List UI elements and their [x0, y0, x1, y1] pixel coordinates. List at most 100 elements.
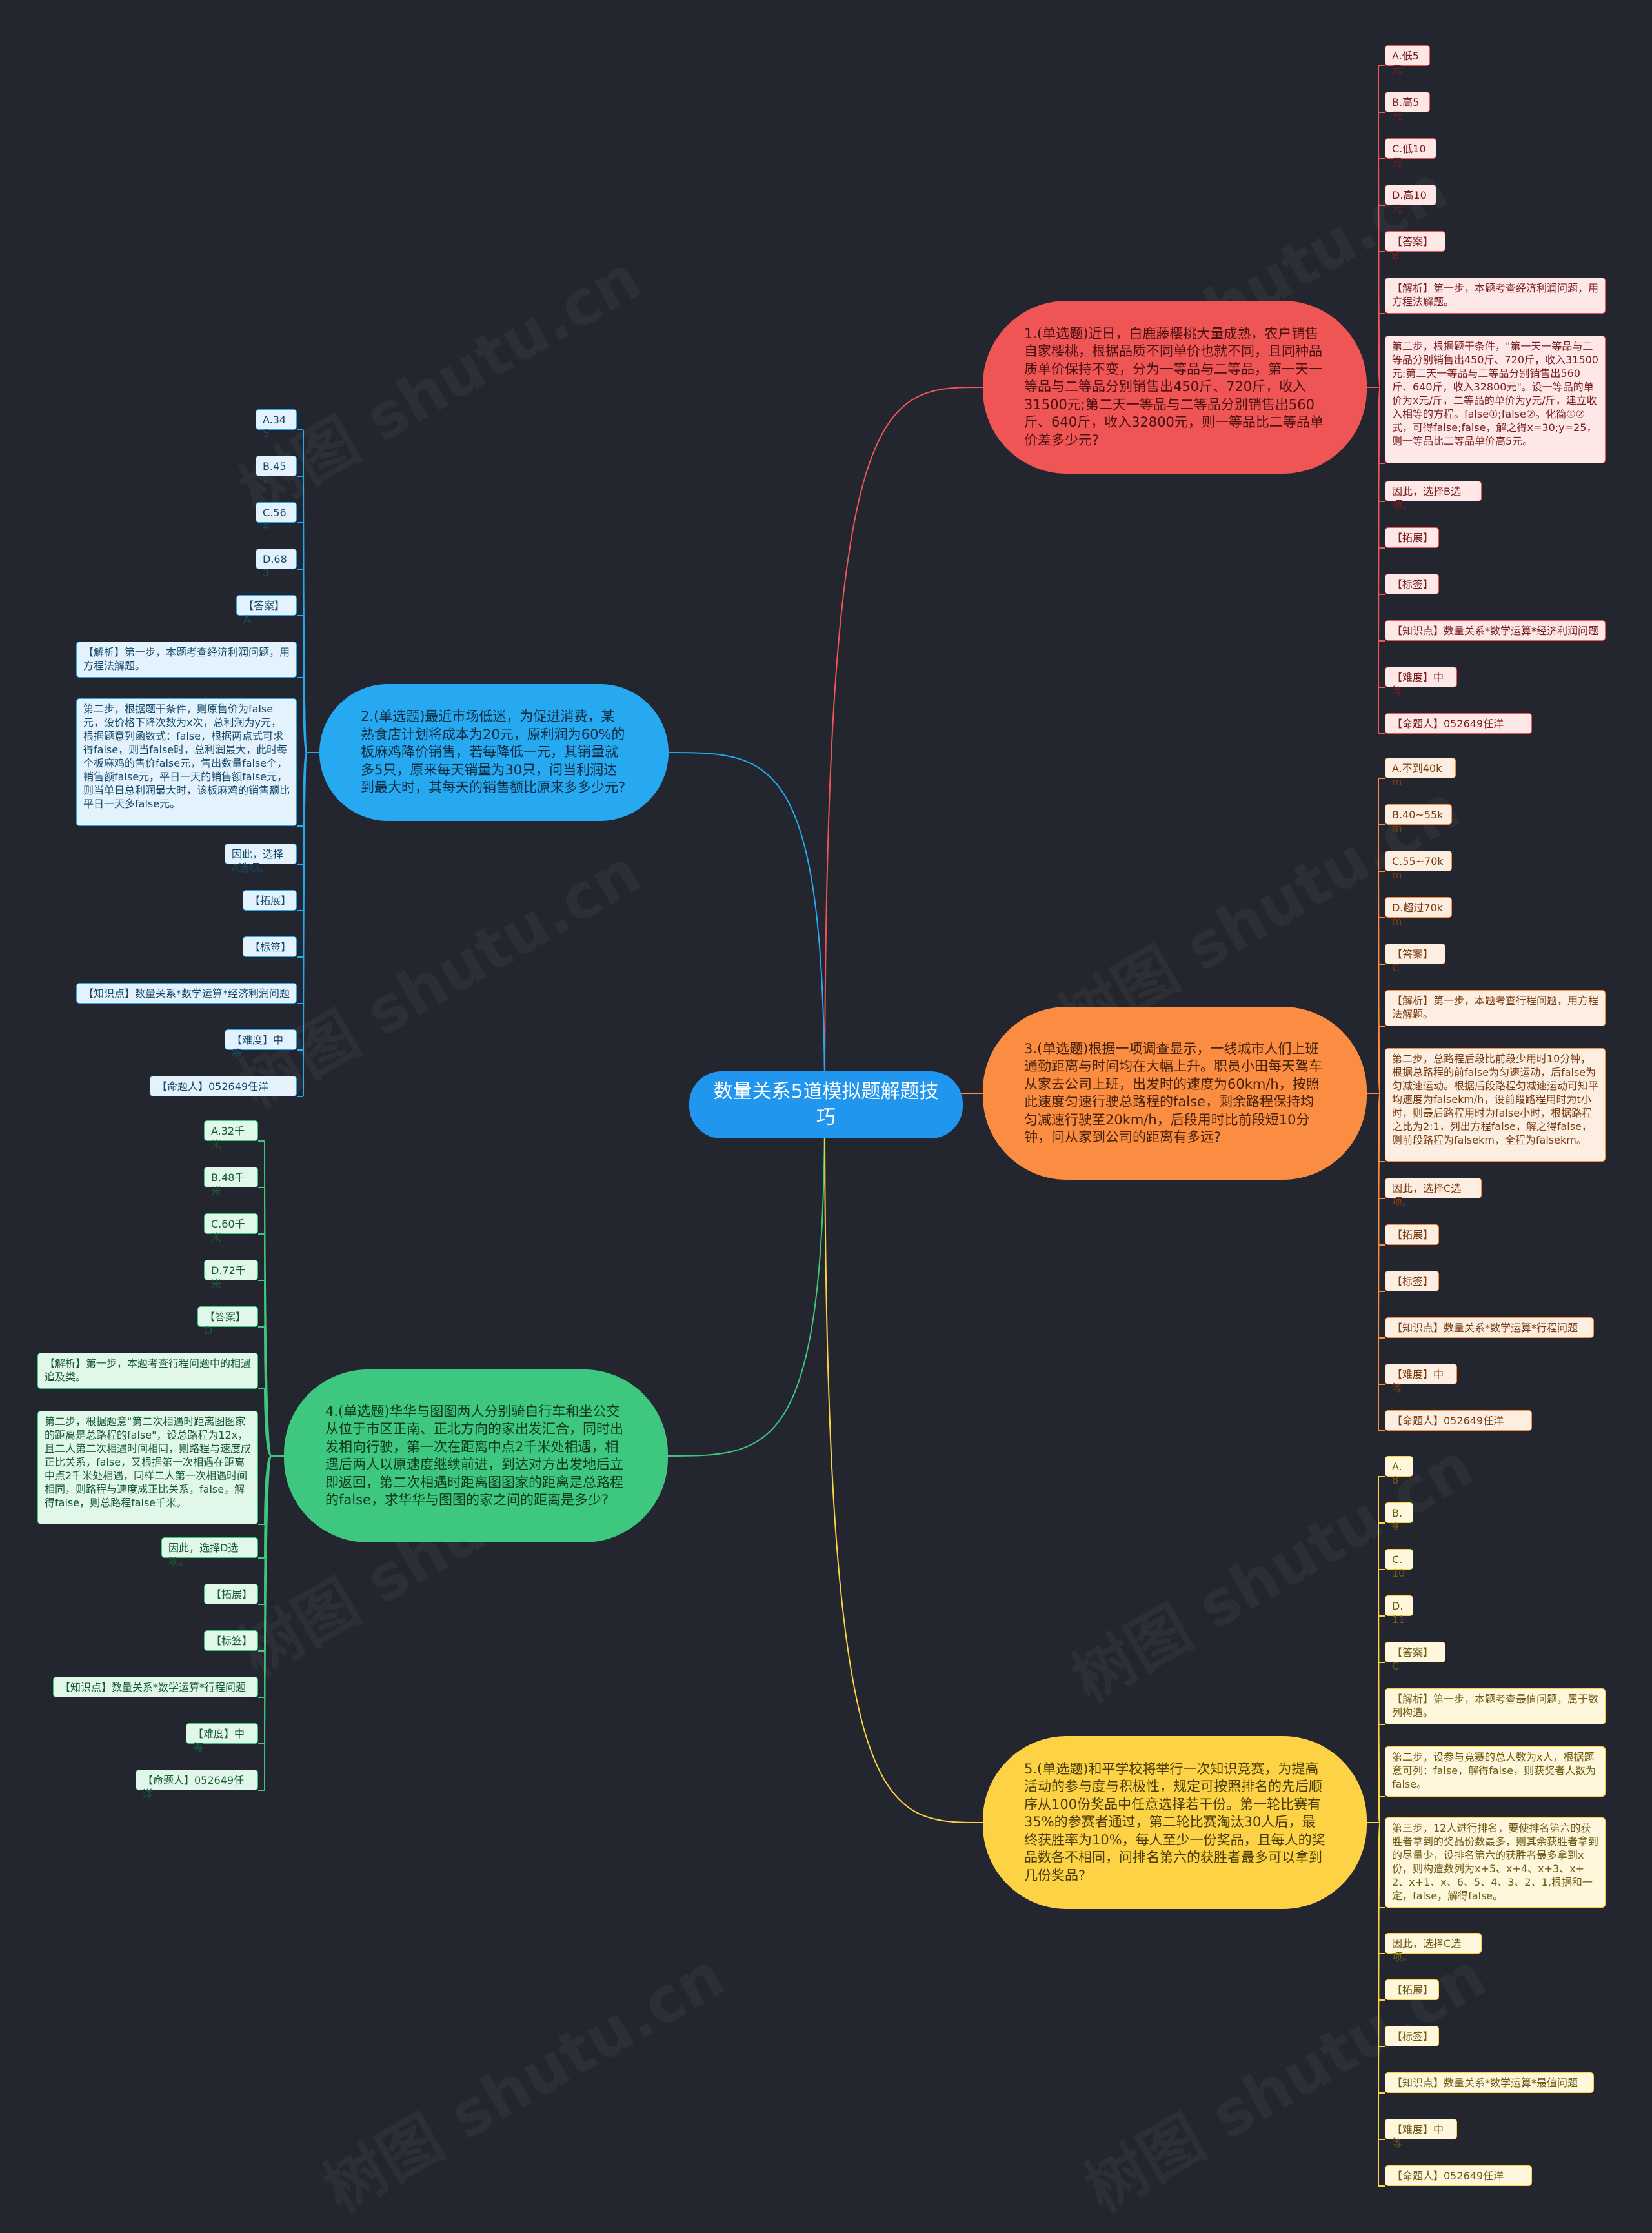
connector-line [824, 387, 983, 1106]
connector-line [1367, 387, 1380, 688]
leaf-item[interactable]: 【解析】第一步，本题考查行程问题中的相遇追及类。 [37, 1353, 258, 1389]
leaf-item[interactable]: 【命题人】052649任洋 [1385, 713, 1532, 734]
leaf-item[interactable]: 因此，选择D选项。 [161, 1537, 258, 1568]
connector-line [1367, 1093, 1380, 1246]
leaf-item[interactable]: 【知识点】数量关系*数学运算*经济利润问题 [1385, 620, 1606, 641]
leaf-item[interactable]: 【难度】中等 [186, 1723, 258, 1753]
leaf-item[interactable]: D.72千米 [204, 1260, 258, 1290]
leaf-item[interactable]: 【拓展】 [204, 1584, 258, 1604]
leaf-item[interactable]: 【标签】 [1385, 574, 1439, 594]
connector-line [667, 1104, 825, 1457]
leaf-item[interactable]: 【命题人】052649任洋 [136, 1770, 258, 1800]
leaf-item[interactable]: 【解析】第一步，本题考查经济利润问题，用方程法解题。 [1385, 278, 1606, 314]
topic-text: 3.(单选题)根据一项调查显示，一线城市人们上班通勤距离与时间均在大幅上升。职员… [1024, 1040, 1322, 1146]
leaf-item[interactable]: 【难度】中等 [1385, 667, 1457, 697]
leaf-item[interactable]: D.11 [1385, 1595, 1413, 1626]
leaf-item[interactable]: C.低10元 [1385, 138, 1436, 168]
leaf-item[interactable]: 【难度】中等 [1385, 1364, 1457, 1394]
leaf-item[interactable]: 【知识点】数量关系*数学运算*行程问题 [1385, 1317, 1594, 1338]
leaf-item[interactable]: 【答案】A [236, 595, 297, 625]
leaf-item[interactable]: 【标签】 [204, 1630, 258, 1651]
leaf-item[interactable]: 【标签】 [1385, 1271, 1439, 1291]
leaf-item[interactable]: D.超过70km [1385, 897, 1452, 927]
leaf-item[interactable]: A.8 [1385, 1456, 1413, 1486]
leaf-item[interactable]: A.低5元 [1385, 45, 1430, 76]
leaf-item[interactable]: 因此，选择C选项。 [1385, 1933, 1482, 1963]
topic-question-2[interactable]: 2.(单选题)最近市场低迷，为促进消费，某熟食店计划将成本为20元，原利润为60… [319, 684, 669, 821]
leaf-item[interactable]: A.32千米 [204, 1120, 258, 1151]
leaf-item[interactable]: 【答案】B [1385, 231, 1446, 261]
leaf-item[interactable]: B.48千米 [204, 1167, 258, 1197]
leaf-item[interactable]: 【拓展】 [1385, 527, 1439, 548]
leaf-item[interactable]: 因此，选择C选项。 [1385, 1178, 1482, 1208]
leaf-item[interactable]: 第三步，12人进行排名，要使排名第六的获胜者拿到的奖品份数最多，则其余获胜者拿到… [1385, 1817, 1606, 1908]
leaf-item[interactable]: C.55~70km [1385, 851, 1452, 881]
leaf-item[interactable]: D.高10元 [1385, 185, 1436, 215]
leaf-item[interactable]: 【答案】D [197, 1306, 258, 1337]
leaf-item[interactable]: 【标签】 [1385, 2026, 1439, 2046]
leaf-item[interactable]: 【拓展】 [243, 890, 297, 911]
connector-line [1367, 1615, 1380, 1823]
leaf-item[interactable]: B.高5元 [1385, 92, 1430, 122]
connector-line [1367, 387, 1380, 734]
leaf-item[interactable]: 【拓展】 [1385, 1224, 1439, 1245]
topic-text: 4.(单选题)华华与图图两人分别骑自行车和坐公交从位于市区正南、正北方向的家出发… [325, 1403, 623, 1508]
connector-line [264, 1388, 284, 1457]
connector-line [1367, 387, 1380, 464]
leaf-item[interactable]: B.40~55km [1385, 804, 1452, 834]
central-topic[interactable]: 数量关系5道模拟题解题技巧 [689, 1071, 963, 1138]
connector-line [668, 752, 825, 1106]
leaf-item[interactable]: 【知识点】数量关系*数学运算*经济利润问题 [76, 983, 297, 1004]
leaf-item[interactable]: 第二步，总路程后段比前段少用时10分钟，根据总路程的前false为匀速运动，后f… [1385, 1048, 1606, 1162]
connector-line [303, 522, 319, 753]
leaf-item[interactable]: B.9 [1385, 1502, 1413, 1533]
leaf-item[interactable]: 【解析】第一步，本题考查行程问题，用方程法解题。 [1385, 990, 1606, 1026]
connector-line [1367, 1093, 1380, 1431]
leaf-item[interactable]: 【答案】C [1385, 944, 1446, 974]
leaf-item[interactable]: 【标签】 [243, 936, 297, 957]
connector-line [264, 1326, 284, 1457]
leaf-item[interactable]: C.60千米 [204, 1213, 258, 1244]
leaf-item[interactable]: D.683 [256, 549, 297, 579]
leaf-item[interactable]: C.10 [1385, 1549, 1413, 1579]
topic-question-4[interactable]: 4.(单选题)华华与图图两人分别骑自行车和坐公交从位于市区正南、正北方向的家出发… [284, 1369, 668, 1542]
leaf-item[interactable]: 第二步，根据题干条件，则原售价为false元，设价格下降次数为x次，总利润为y元… [76, 698, 297, 826]
connector-line [1367, 1822, 1380, 1954]
leaf-item[interactable]: 【答案】C [1385, 1642, 1446, 1672]
connector-line [1367, 917, 1380, 1094]
leaf-item[interactable]: 第二步，设参与竞赛的总人数为x人，根据题意可列：false，解得false，则获… [1385, 1746, 1606, 1797]
leaf-item[interactable]: 【知识点】数量关系*数学运算*行程问题 [53, 1677, 258, 1697]
connector-line [1367, 1724, 1380, 1823]
connector-line [1367, 1026, 1380, 1094]
topic-text: 1.(单选题)近日，白鹿藤樱桃大量成熟，农户销售自家樱桃，根据品质不同单价也就不… [1024, 325, 1324, 448]
leaf-item[interactable]: 【解析】第一步，本题考查经济利润问题，用方程法解题。 [76, 642, 297, 678]
connector-line [1367, 387, 1380, 502]
leaf-item[interactable]: A.不到40km [1385, 758, 1456, 788]
connector-line [1367, 112, 1380, 388]
topic-question-1[interactable]: 1.(单选题)近日，白鹿藤樱桃大量成熟，农户销售自家樱桃，根据品质不同单价也就不… [983, 301, 1367, 474]
connector-line [1367, 964, 1380, 1094]
leaf-item[interactable]: 【难度】中等 [225, 1029, 297, 1060]
leaf-item[interactable]: 因此，选择A选项。 [225, 844, 297, 874]
leaf-item[interactable]: B.452 [256, 456, 297, 486]
connector-line [824, 1104, 983, 1823]
leaf-item[interactable]: 【命题人】052649任洋 [150, 1076, 297, 1096]
topic-question-5[interactable]: 5.(单选题)和平学校将举行一次知识竞赛，为提高活动的参与度与积极性，规定可按照… [983, 1736, 1367, 1909]
leaf-item[interactable]: 第二步，根据题干条件，"第一天一等品与二等品分别销售出450斤、720斤，收入3… [1385, 336, 1606, 463]
leaf-item[interactable]: A.345 [256, 409, 297, 440]
connector-line [303, 615, 319, 753]
connector-line [1367, 387, 1380, 642]
leaf-item[interactable]: 【知识点】数量关系*数学运算*最值问题 [1385, 2072, 1594, 2093]
connector-line [1367, 1093, 1380, 1199]
topic-question-3[interactable]: 3.(单选题)根据一项调查显示，一线城市人们上班通勤距离与时间均在大幅上升。职员… [983, 1007, 1367, 1180]
leaf-item[interactable]: 第二步，根据题意"第二次相遇时距离图图家的距离是总路程的false"，设总路程为… [37, 1411, 258, 1524]
leaf-item[interactable]: 因此，选择B选项。 [1385, 481, 1482, 511]
connector-line [1367, 1822, 1380, 1908]
leaf-item[interactable]: 【拓展】 [1385, 1979, 1439, 2000]
connector-line [303, 429, 319, 753]
leaf-item[interactable]: 【命题人】052649任洋 [1385, 1410, 1532, 1431]
leaf-item[interactable]: 【命题人】052649任洋 [1385, 2165, 1532, 2186]
leaf-item[interactable]: C.564 [256, 502, 297, 532]
leaf-item[interactable]: 【难度】中等 [1385, 2119, 1457, 2149]
leaf-item[interactable]: 【解析】第一步，本题考查最值问题，属于数列构造。 [1385, 1688, 1606, 1724]
